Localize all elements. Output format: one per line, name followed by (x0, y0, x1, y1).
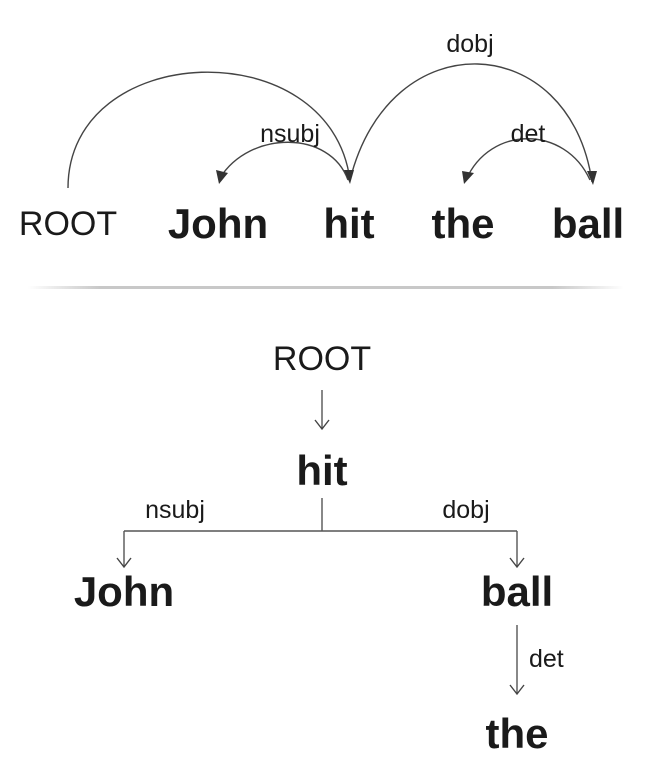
tree-diagram: ROOT hit nsubj John dobj ball det the (74, 340, 564, 757)
token-hit: hit (323, 200, 374, 247)
token-root: ROOT (19, 205, 117, 243)
arrowhead-ball (587, 171, 597, 185)
tree-root-label: ROOT (273, 340, 371, 378)
arc-hit-to-john-nsubj (219, 141, 349, 181)
arrowhead-the (462, 171, 474, 184)
token-the: the (432, 200, 495, 247)
arc-ball-to-the-det (465, 138, 591, 181)
tree-node-ball: ball (481, 568, 553, 615)
tree-node-john: John (74, 568, 174, 615)
arrowhead-hit (344, 170, 354, 184)
arrowhead-john (216, 170, 228, 184)
tree-node-hit: hit (296, 447, 347, 494)
tree-node-the: the (486, 710, 549, 757)
arc-label-nsubj: nsubj (260, 120, 320, 148)
tree-arrowhead-john (116, 557, 132, 569)
arc-diagram: nsubj dobj det ROOT John hit the ball (19, 30, 624, 247)
arc-root-to-hit (67, 71, 351, 189)
tree-arrowhead-the (509, 684, 525, 696)
tree-arrowhead-ball (509, 557, 525, 569)
tree-label-nsubj: nsubj (145, 496, 205, 524)
tree-label-dobj: dobj (442, 496, 489, 524)
arc-label-det: det (511, 120, 546, 148)
tree-label-det: det (529, 645, 564, 673)
arc-hit-to-ball-dobj (349, 63, 593, 183)
token-john: John (168, 200, 268, 247)
arc-label-dobj: dobj (446, 30, 493, 58)
token-ball: ball (552, 200, 624, 247)
section-divider (28, 286, 624, 289)
tree-arrowhead-hit (314, 419, 330, 431)
